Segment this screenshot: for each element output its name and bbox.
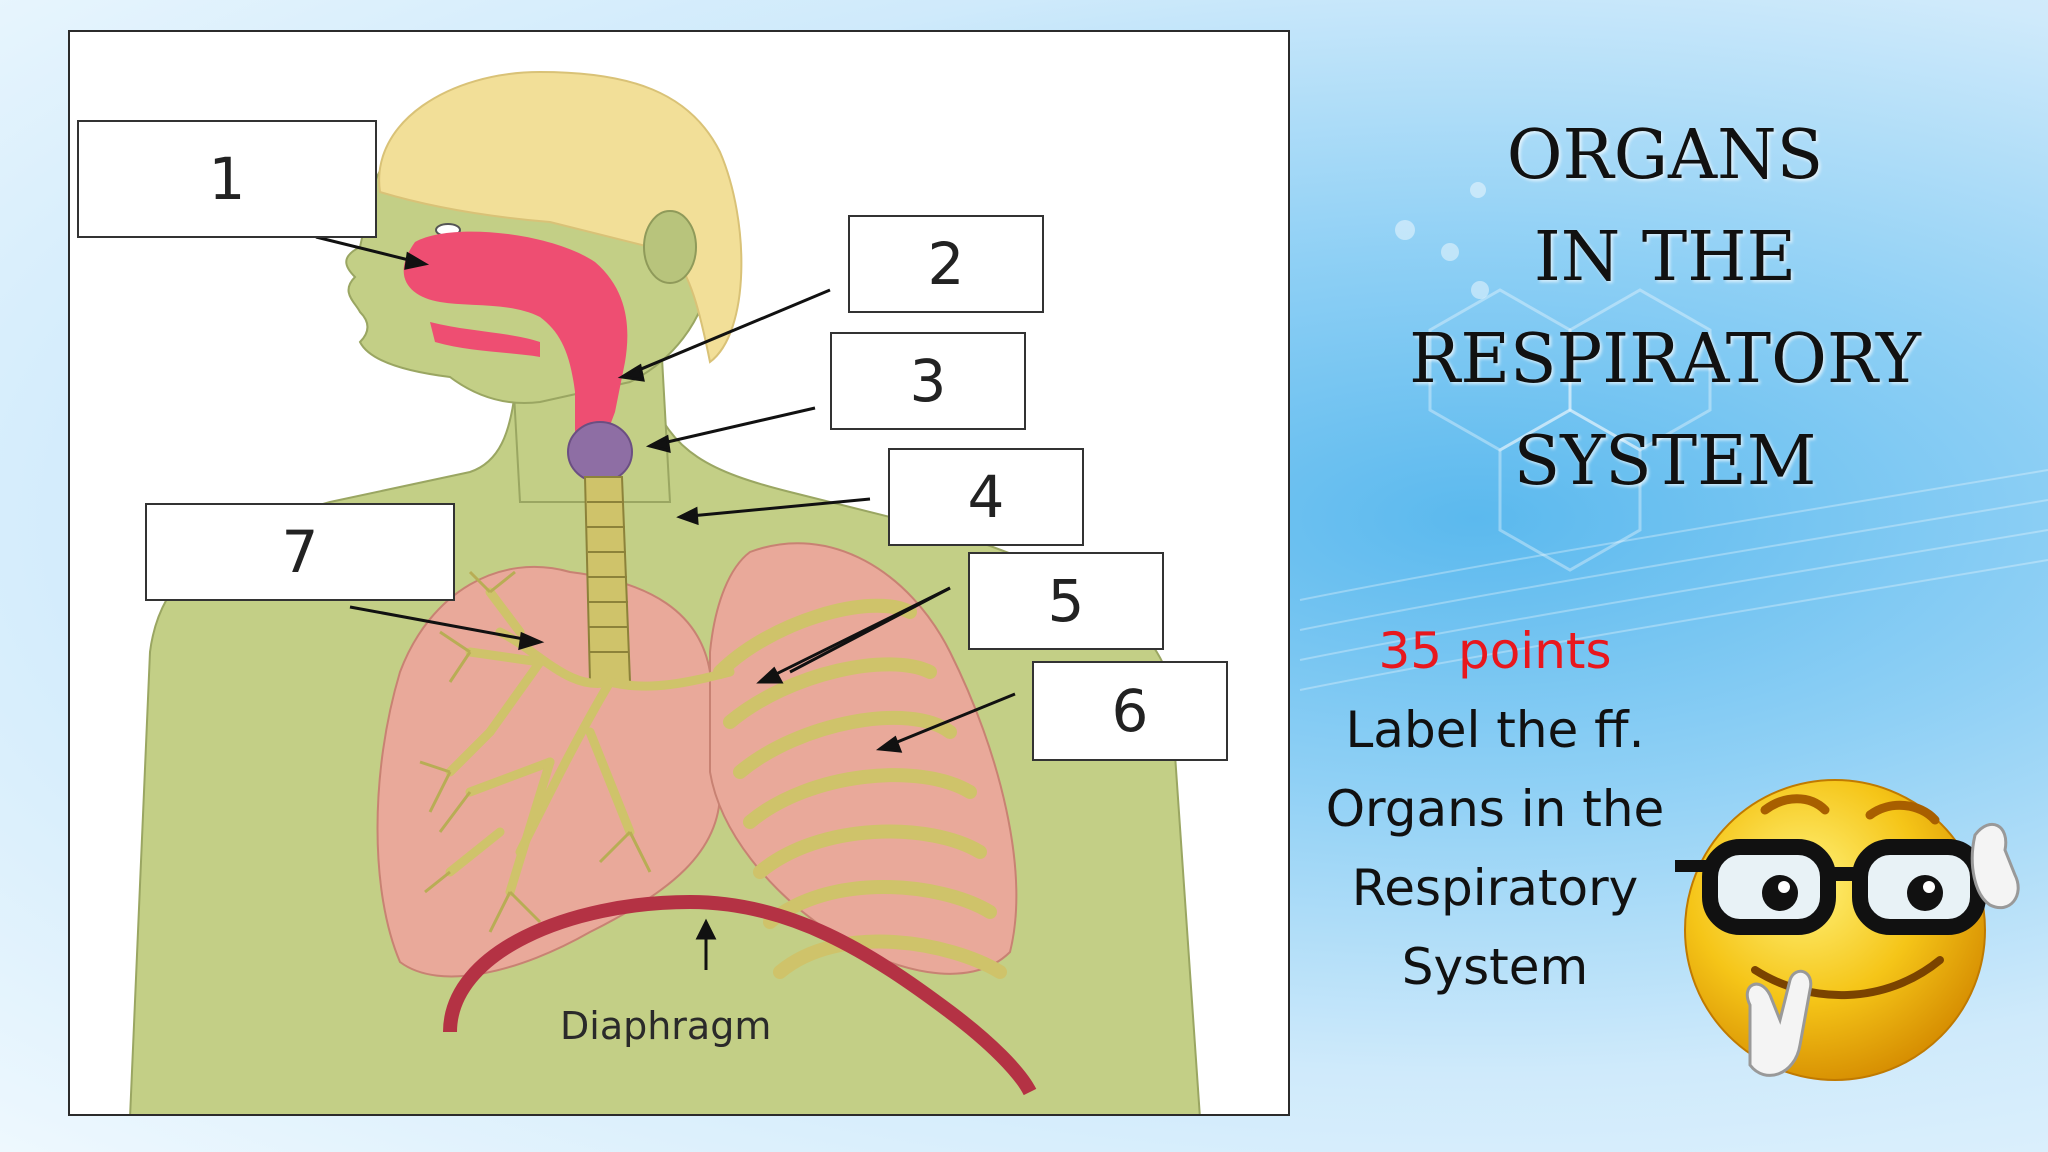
label-box-1[interactable]: 1 xyxy=(77,120,377,238)
ribs xyxy=(713,598,1007,979)
ear xyxy=(643,210,697,284)
trachea xyxy=(583,476,632,683)
bronchial-tree xyxy=(445,587,735,897)
instruction-line: Organs in the xyxy=(1325,780,1665,838)
instruction-line: Label the ff. xyxy=(1345,701,1645,759)
respiratory-diagram: 1 2 3 4 5 6 7 Diaphragm xyxy=(68,30,1290,1116)
label-box-5[interactable]: 5 xyxy=(968,552,1164,650)
title-line: RESPIRATORY xyxy=(1409,320,1921,399)
left-lung xyxy=(709,542,1018,975)
title-line: ORGANS xyxy=(1506,116,1824,195)
mouth-cavity xyxy=(430,322,540,357)
bronchioles xyxy=(419,570,652,933)
instructions: 35 points Label the ff. Organs in the Re… xyxy=(1290,612,1700,1007)
label-box-3[interactable]: 3 xyxy=(830,332,1026,430)
diaphragm xyxy=(443,894,1037,1096)
label-box-6[interactable]: 6 xyxy=(1032,661,1228,761)
slide-title: ORGANS IN THE RESPIRATORY SYSTEM xyxy=(1340,105,1990,513)
diaphragm-label: Diaphragm xyxy=(560,1004,772,1048)
nerd-emoji-icon xyxy=(1675,779,2020,1081)
title-line: IN THE xyxy=(1533,218,1797,297)
label-box-2[interactable]: 2 xyxy=(848,215,1044,313)
respiratory-illustration xyxy=(129,70,1201,1114)
title-line: SYSTEM xyxy=(1513,422,1817,501)
label-box-4[interactable]: 4 xyxy=(888,448,1084,546)
leader-arrows xyxy=(315,235,1016,970)
nasal-cavity xyxy=(403,231,628,452)
hair xyxy=(378,70,743,364)
larynx xyxy=(567,421,633,483)
label-box-7[interactable]: 7 xyxy=(145,503,455,601)
instruction-line: System xyxy=(1401,938,1589,996)
instruction-line: Respiratory xyxy=(1351,859,1639,917)
points-text: 35 points xyxy=(1378,622,1612,680)
